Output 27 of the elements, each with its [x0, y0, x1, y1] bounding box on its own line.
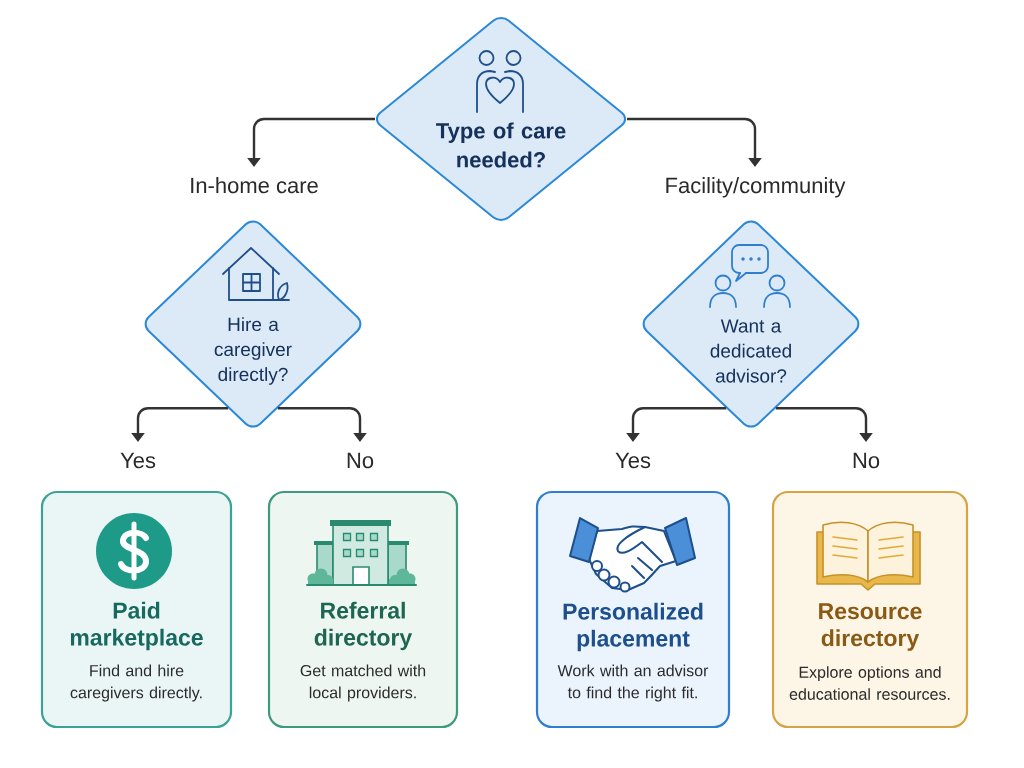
- question-text: Hire a caregiver directly?: [214, 317, 292, 385]
- branch-label: No: [853, 452, 880, 469]
- branch-label: No: [347, 452, 374, 469]
- question-text: Want a dedicated advisor?: [710, 319, 791, 383]
- card-description: Work with an advisor to find the right fit.: [557, 664, 709, 702]
- question-text: Type of care needed?: [436, 122, 566, 168]
- arrow: [627, 117, 762, 167]
- decision-diamond: [642, 220, 860, 428]
- branch-label: Facility/community: [666, 177, 846, 198]
- card-title: Resource directory: [819, 603, 922, 651]
- card-description: Find and hire caregivers directly.: [70, 664, 202, 702]
- card-description: Explore options and educational resources.: [789, 666, 950, 700]
- option-card: [40, 490, 233, 729]
- branch-label: Yes: [120, 452, 156, 469]
- arrow: [775, 407, 873, 442]
- option-card: [267, 490, 459, 729]
- decision-diamond: [144, 220, 362, 428]
- card-title: Personalized placement: [563, 602, 703, 652]
- card-title: Paid marketplace: [70, 601, 203, 651]
- arrow: [277, 407, 367, 442]
- branch-label: In-home care: [191, 177, 318, 194]
- card-description: Get matched with local providers.: [300, 664, 426, 702]
- decision-diamond: [375, 17, 627, 221]
- option-card: [535, 490, 731, 729]
- branch-label: Yes: [615, 452, 651, 469]
- option-card: [771, 490, 969, 729]
- card-title: Referral directory: [314, 601, 413, 651]
